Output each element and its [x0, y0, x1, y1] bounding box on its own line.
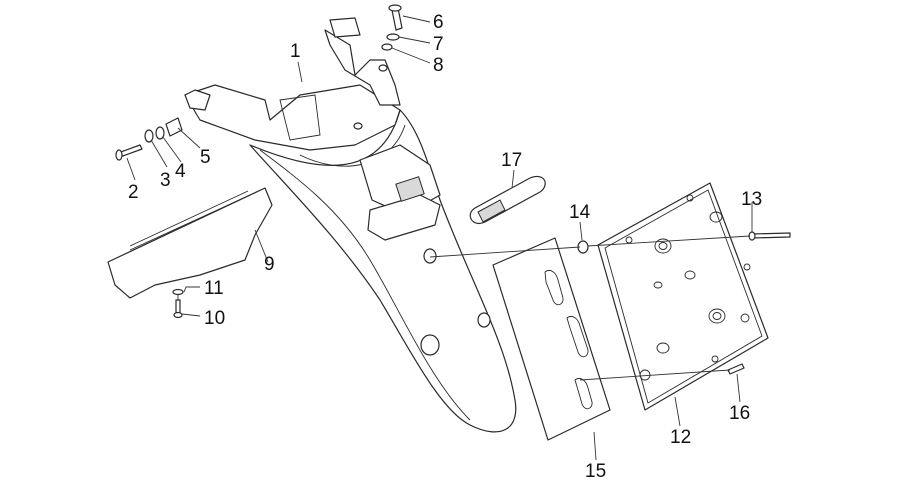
reflector	[469, 175, 546, 224]
callout-16: 16	[729, 403, 750, 424]
screw-16	[727, 363, 745, 375]
side-cover-plate	[107, 187, 273, 299]
callout-3: 3	[160, 170, 171, 191]
washer-3	[144, 129, 154, 143]
screw-10	[173, 299, 183, 319]
license-plate-holder	[492, 237, 611, 441]
license-plate-bracket	[597, 182, 769, 411]
callout-11: 11	[204, 278, 224, 299]
license-plate-light	[359, 144, 441, 241]
callout-9: 9	[264, 254, 275, 275]
washer-11	[172, 288, 184, 296]
callout-6: 6	[433, 12, 444, 33]
screw-13	[748, 231, 791, 241]
callout-12: 12	[670, 427, 691, 448]
callout-10: 10	[204, 308, 225, 329]
callout-1: 1	[290, 41, 301, 62]
callout-2: 2	[128, 182, 139, 203]
washer-7	[386, 33, 400, 41]
callout-14: 14	[569, 202, 591, 223]
washer-8	[381, 43, 393, 51]
callout-13: 13	[741, 189, 762, 210]
callout-15: 15	[585, 461, 606, 481]
callout-labels: 1 2 3 4 5 6 7 8 9 10 11 12 13 14 15 16 1…	[128, 12, 762, 481]
washer-4	[155, 126, 165, 140]
callout-8: 8	[433, 55, 444, 76]
alignment-lines	[177, 235, 751, 381]
callout-7: 7	[433, 34, 444, 55]
screw-6	[388, 4, 403, 31]
callout-17: 17	[501, 150, 522, 171]
rear-frame-bracket	[184, 17, 401, 151]
callout-leaders	[126, 15, 753, 461]
clip-nut-5	[165, 117, 183, 137]
callout-4: 4	[175, 161, 186, 182]
screw-2	[115, 144, 143, 161]
callout-5: 5	[200, 147, 211, 168]
